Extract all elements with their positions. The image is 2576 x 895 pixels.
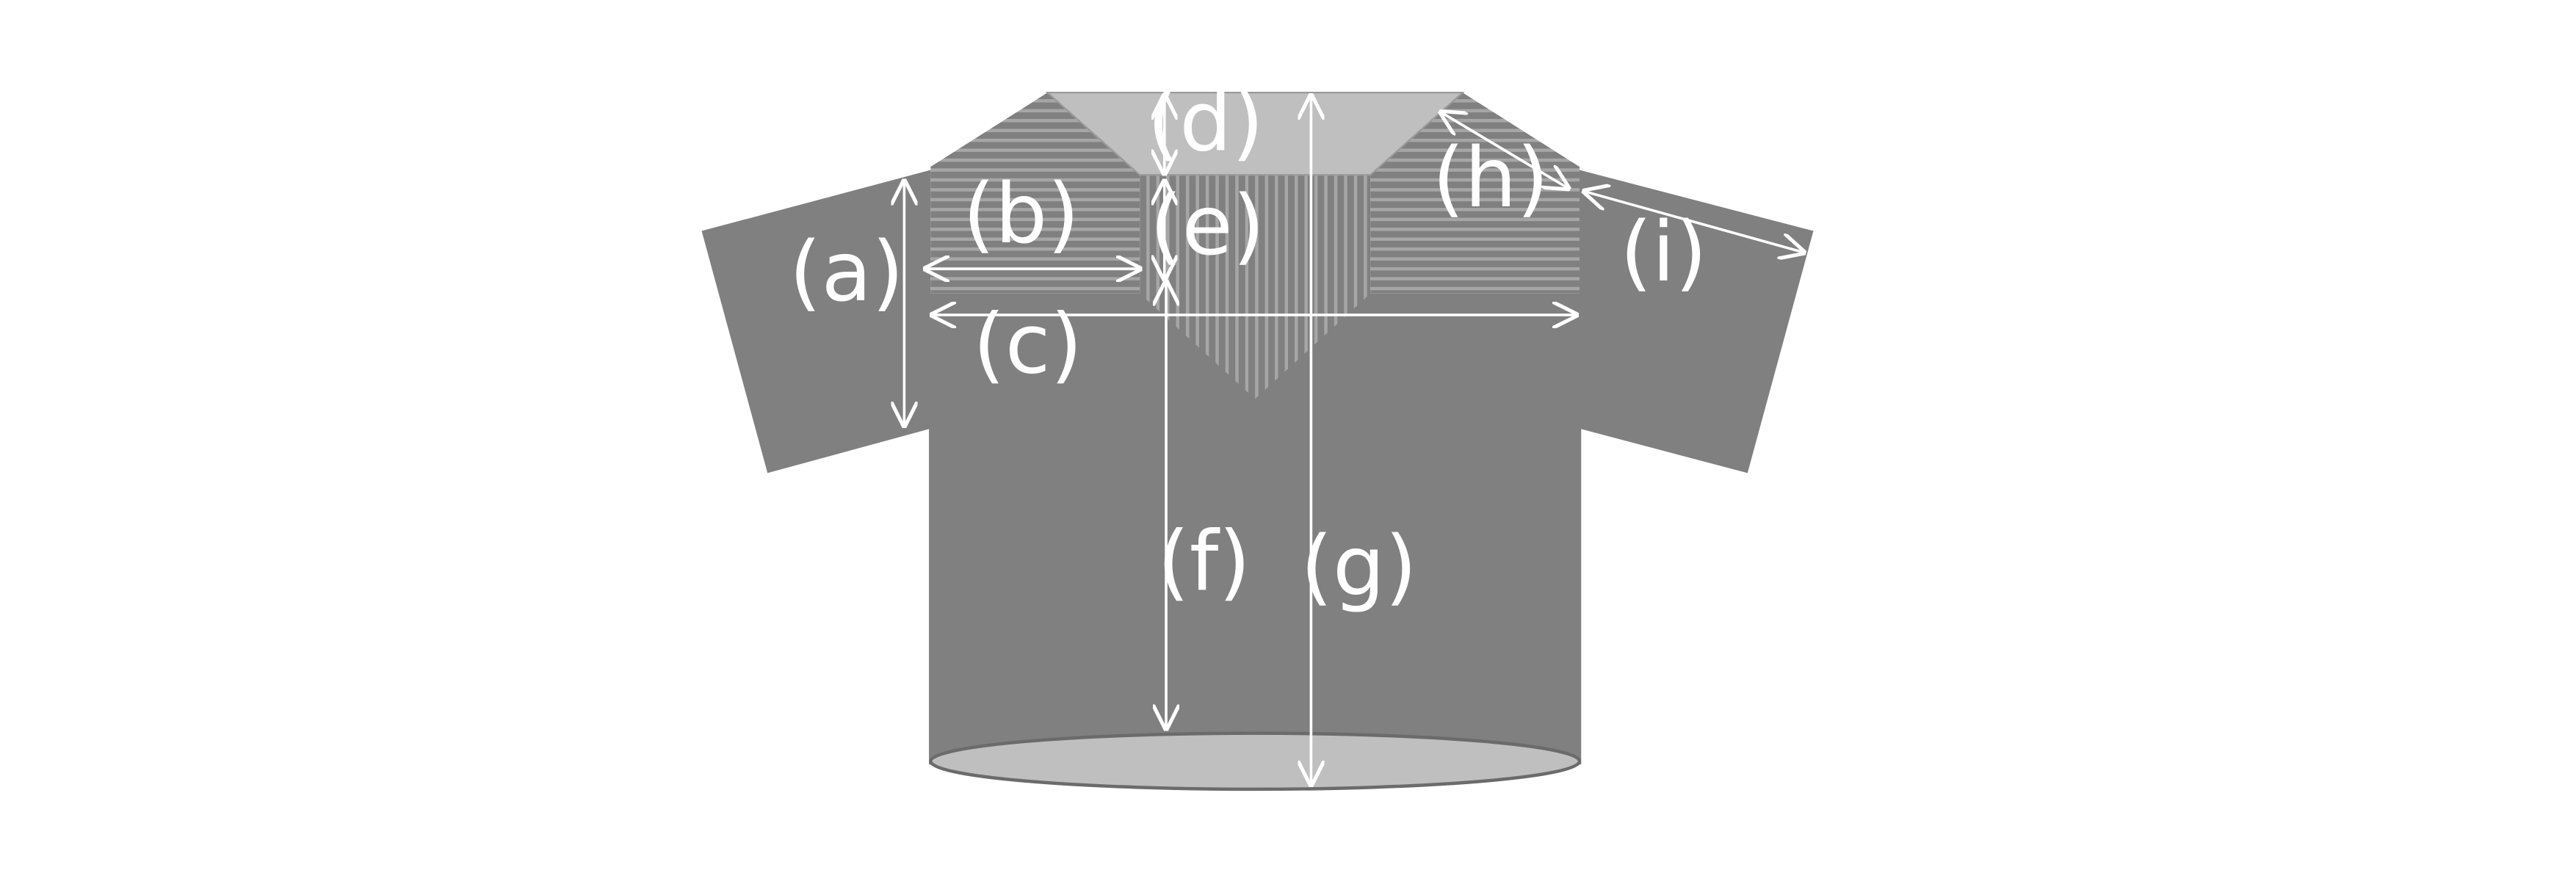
arrow-i (1585, 192, 1803, 253)
label-a: (a) (789, 225, 904, 320)
label-i: (i) (1620, 205, 1707, 300)
label-c: (c) (973, 297, 1082, 392)
label-h: (h) (1433, 131, 1549, 226)
left-sleeve (701, 170, 931, 474)
label-g: (g) (1300, 519, 1417, 615)
label-d: (d) (1148, 75, 1265, 170)
label-e: (e) (1150, 178, 1265, 274)
hem-opening (929, 731, 1582, 791)
arrow-h (1441, 112, 1569, 188)
yoke-left-panel (930, 93, 1140, 294)
label-b: (b) (963, 167, 1079, 262)
label-f: (f) (1157, 515, 1251, 610)
